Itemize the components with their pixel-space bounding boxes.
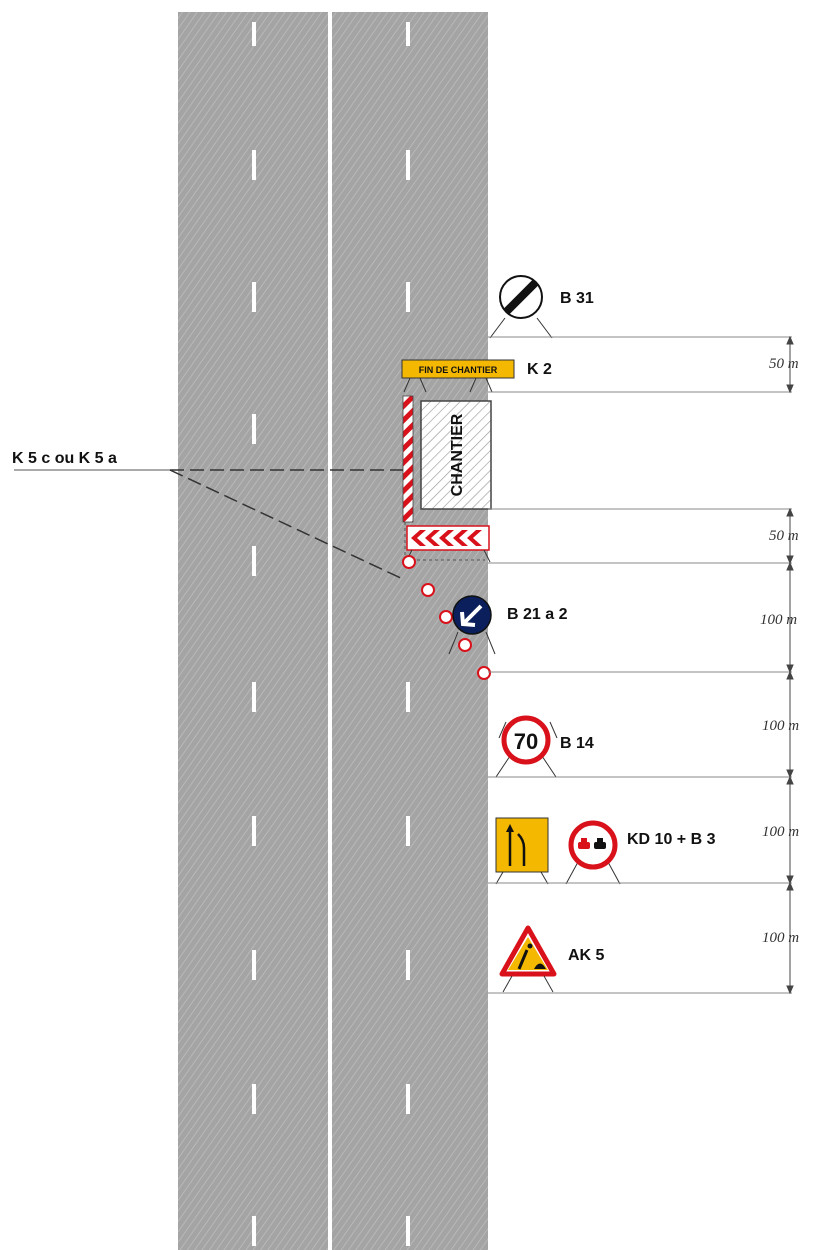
k8-chevrons	[411, 530, 482, 546]
distance-label-3: 100 m	[760, 612, 797, 628]
distance-label-4: 100 m	[762, 718, 799, 734]
b21a2-label: B 21 a 2	[507, 606, 568, 623]
dimension-arrows	[786, 335, 794, 995]
kd10b3-label: KD 10 + B 3	[627, 831, 716, 848]
b14-label: B 14	[560, 735, 594, 752]
k8-panel	[406, 525, 490, 551]
distance-label-1: 50 m	[769, 356, 799, 372]
b14-speed: 70	[514, 729, 538, 754]
k8-sign	[405, 525, 491, 563]
k2-label: K 2	[527, 361, 552, 378]
b31-label: B 31	[560, 290, 594, 307]
distance-label-6: 100 m	[762, 930, 799, 946]
distance-label-2: 50 m	[769, 528, 799, 544]
b31-sign	[489, 275, 553, 339]
ak5-label: AK 5	[568, 947, 605, 964]
ak5-legs	[502, 975, 554, 993]
b14-sign: 70	[495, 715, 557, 778]
reference-lines	[488, 336, 792, 994]
left-lane-dashes	[252, 22, 256, 1246]
k5-leaders	[14, 469, 406, 581]
road-surface	[178, 12, 488, 1250]
b3-sign	[565, 820, 621, 885]
right-lane-dashes	[406, 22, 410, 1246]
b21a2-sign	[448, 595, 496, 655]
k5-barrier	[402, 395, 414, 523]
ak5-sign	[498, 721, 558, 977]
cones	[402, 555, 491, 680]
distance-label-5: 100 m	[762, 824, 799, 840]
k5-label: K 5 c ou K 5 a	[12, 450, 117, 467]
road	[178, 12, 488, 1250]
k2-panel-text: FIN DE CHANTIER	[419, 365, 498, 375]
worksite: CHANTIER	[402, 395, 492, 561]
k2-sign: FIN DE CHANTIER	[401, 359, 515, 393]
kd10-sign	[495, 817, 549, 885]
worksite-text: CHANTIER	[449, 413, 466, 496]
worksite-area	[420, 400, 492, 510]
center-line	[328, 12, 332, 1250]
